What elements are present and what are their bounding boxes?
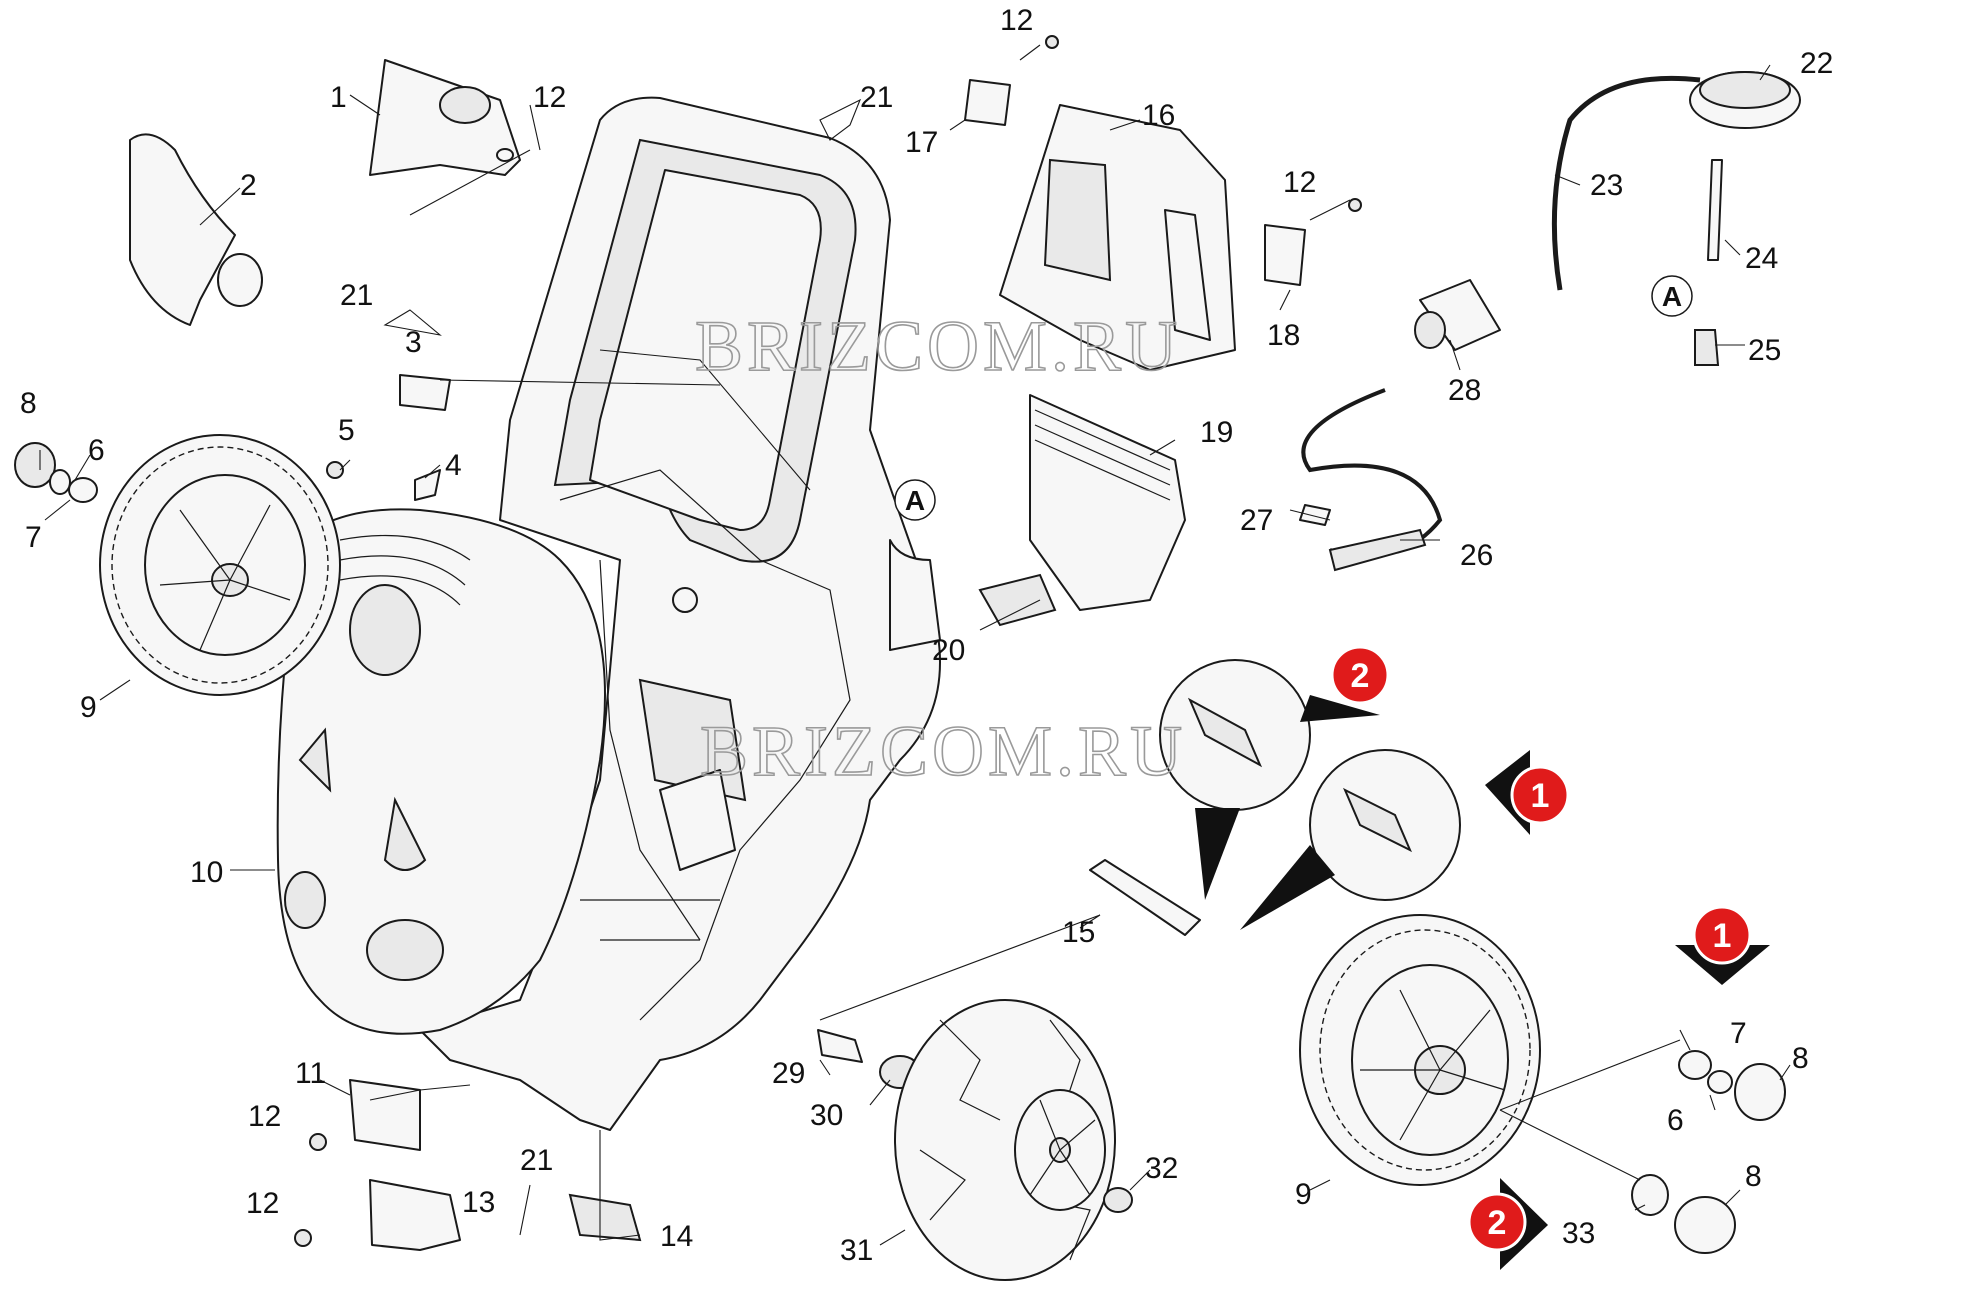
callout-12-bottom-a: 12	[248, 1100, 281, 1133]
callout-27: 27	[1240, 504, 1273, 537]
callout-4: 4	[445, 449, 462, 482]
hose-guide-part-1	[369, 59, 521, 176]
detail-magnifiers	[1159, 659, 1461, 930]
callout-12-right: 12	[1283, 166, 1316, 199]
callout-24: 24	[1745, 242, 1778, 275]
main-frame	[419, 96, 941, 1131]
callout-labels: 1 2 3 4 5 6 6 7 7 8 8 8 9 9 10 11 12 12 …	[20, 4, 1833, 1267]
badge-2-top: 2	[1300, 645, 1390, 722]
left-wheel	[99, 434, 341, 696]
callout-1: 1	[330, 81, 347, 114]
small-clip-parts	[326, 374, 451, 501]
callout-10: 10	[190, 856, 223, 889]
callout-21-top: 21	[860, 81, 893, 114]
callout-12-top: 12	[1000, 4, 1033, 37]
watermark-top: BRIZCOM.RU	[695, 306, 1181, 386]
callout-28: 28	[1448, 374, 1481, 407]
watermark-middle: BRIZCOM.RU	[700, 711, 1186, 791]
callout-2: 2	[240, 169, 257, 202]
callout-13: 13	[462, 1186, 495, 1219]
motor-cover-parts	[978, 394, 1186, 627]
callout-29: 29	[772, 1057, 805, 1090]
marker-a-main-label: A	[905, 485, 925, 516]
leader-lines	[39, 44, 1791, 1246]
callout-30: 30	[810, 1099, 843, 1132]
callout-33: 33	[1562, 1217, 1595, 1250]
callout-18: 18	[1267, 319, 1300, 352]
callout-6-right: 6	[1667, 1104, 1684, 1137]
callout-8-bottom: 8	[1745, 1160, 1762, 1193]
callout-14: 14	[660, 1220, 693, 1253]
marker-a-hose-label: A	[1662, 281, 1682, 312]
callout-12-top-left: 12	[533, 81, 566, 114]
left-hub-parts	[14, 442, 98, 503]
callout-16: 16	[1142, 99, 1175, 132]
callout-23: 23	[1590, 169, 1623, 202]
callout-11: 11	[295, 1057, 326, 1090]
badge-1-right: 1	[1675, 905, 1770, 985]
hose-holder-part-2	[129, 133, 263, 326]
callout-20: 20	[932, 634, 965, 667]
badge-2-bottom: 2	[1467, 1178, 1548, 1270]
callout-6-left: 6	[88, 434, 105, 467]
callout-31: 31	[840, 1234, 873, 1267]
badge-1-right-label: 1	[1713, 917, 1732, 955]
badge-1-mid-label: 1	[1531, 777, 1550, 815]
callout-9-left: 9	[80, 691, 97, 724]
callout-25: 25	[1748, 334, 1781, 367]
badge-2-bottom-label: 2	[1488, 1204, 1507, 1242]
callout-21-left: 21	[340, 279, 373, 312]
top-right-housing	[964, 35, 1362, 371]
callout-22: 22	[1800, 47, 1833, 80]
callout-15: 15	[1062, 916, 1095, 949]
callout-3: 3	[405, 326, 422, 359]
marker-a-main: A	[894, 479, 936, 521]
right-wheel	[1299, 914, 1541, 1186]
callout-21-bottom: 21	[520, 1144, 553, 1177]
callout-19: 19	[1200, 416, 1233, 449]
callout-5: 5	[338, 414, 355, 447]
callout-26: 26	[1460, 539, 1493, 572]
callout-17: 17	[905, 126, 938, 159]
marker-a-hose: A	[1651, 275, 1693, 317]
callout-7-right: 7	[1730, 1017, 1747, 1050]
front-cover	[276, 508, 606, 1035]
right-hub-parts	[1631, 1050, 1786, 1254]
badge-2-top-label: 2	[1351, 657, 1370, 695]
callout-32: 32	[1145, 1152, 1178, 1185]
bottom-left-parts	[294, 1079, 642, 1251]
callout-9-right: 9	[1295, 1178, 1312, 1211]
front-wheel	[894, 999, 1133, 1281]
callout-12-bottom-b: 12	[246, 1187, 279, 1220]
callout-7-left: 7	[25, 521, 42, 554]
callout-8-left: 8	[20, 387, 37, 420]
callout-8-right: 8	[1792, 1042, 1809, 1075]
badge-1-mid: 1	[1485, 750, 1570, 835]
detergent-tank-and-hose	[1299, 71, 1801, 572]
